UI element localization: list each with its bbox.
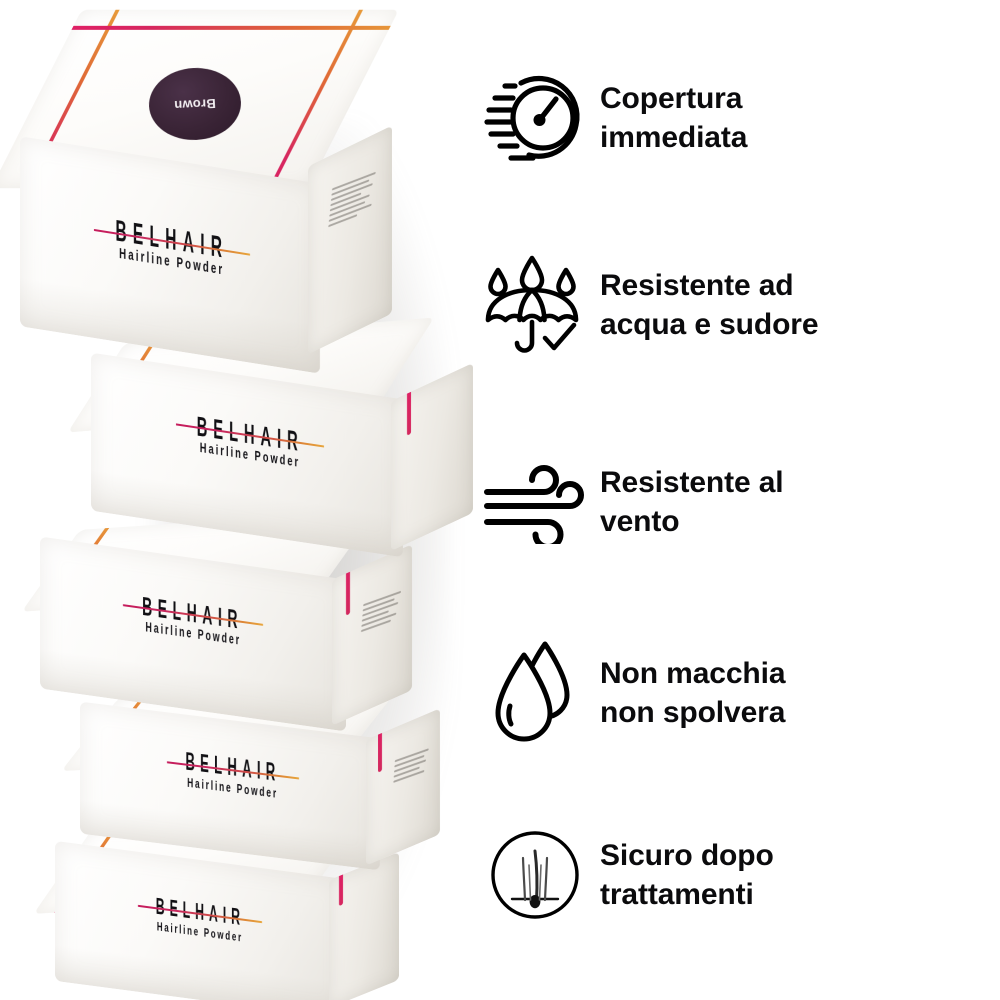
feature-item-copertura-immediata: Copertura immediata — [470, 68, 1000, 168]
box-fineprint — [328, 171, 376, 228]
box-logo: BELHAIR Hairline Powder — [55, 885, 345, 959]
wind-icon — [470, 460, 600, 544]
speedometer-icon — [470, 73, 600, 163]
box-stripe — [407, 371, 411, 436]
box-fineprint — [360, 590, 402, 633]
box-logo: BELHAIR Hairline Powder — [97, 402, 403, 487]
water-drops-icon — [470, 639, 600, 747]
shade-label: Brown — [173, 95, 217, 113]
feature-label: Copertura immediata — [600, 79, 747, 157]
feature-item-resistente-acqua-sudore: Resistente ad acqua e sudore — [470, 250, 1000, 360]
box-side-face — [391, 362, 473, 552]
feature-label: Non macchia non spolvera — [600, 654, 786, 732]
feature-label-line1: Sicuro dopo — [600, 839, 774, 872]
feature-label-line2: immediata — [600, 121, 748, 154]
box-logo: BELHAIR Hairline Powder — [86, 742, 380, 814]
feature-label-line2: trattamenti — [600, 878, 754, 911]
feature-label-line2: vento — [600, 505, 680, 538]
box-logo: BELHAIR Hairline Powder — [44, 583, 342, 663]
feature-item-sicuro-dopo-trattamenti: Sicuro dopo trattamenti — [470, 820, 1000, 930]
feature-item-non-macchia-non-spolvera: Non macchia non spolvera — [470, 638, 1000, 748]
box-stripe — [61, 25, 399, 30]
feature-label: Resistente ad acqua e sudore — [600, 266, 819, 344]
feature-label-line1: Resistente al — [600, 466, 784, 499]
box-side-face — [308, 125, 392, 355]
feature-label-line2: acqua e sudore — [600, 308, 819, 341]
umbrella-rain-check-icon — [470, 252, 600, 358]
box-fineprint — [393, 748, 429, 783]
hair-follicle-icon — [470, 825, 600, 925]
feature-label-line1: Copertura — [600, 82, 743, 115]
product-box-stack: BELHAIR Hairline Powder B — [0, 0, 473, 1000]
box-logo: BELHAIR Hairline Powder — [26, 207, 318, 293]
feature-label-line2: non spolvera — [600, 696, 786, 729]
product-box-top: Brown BELHAIR Hairline Powder — [0, 9, 420, 374]
feature-label-line1: Non macchia — [600, 657, 786, 690]
feature-label-line1: Resistente ad — [600, 269, 794, 302]
feature-list: Copertura immediata — [470, 0, 1000, 1000]
feature-item-resistente-vento: Resistente al vento — [470, 452, 1000, 552]
feature-label: Sicuro dopo trattamenti — [600, 836, 774, 914]
feature-label: Resistente al vento — [600, 463, 784, 541]
